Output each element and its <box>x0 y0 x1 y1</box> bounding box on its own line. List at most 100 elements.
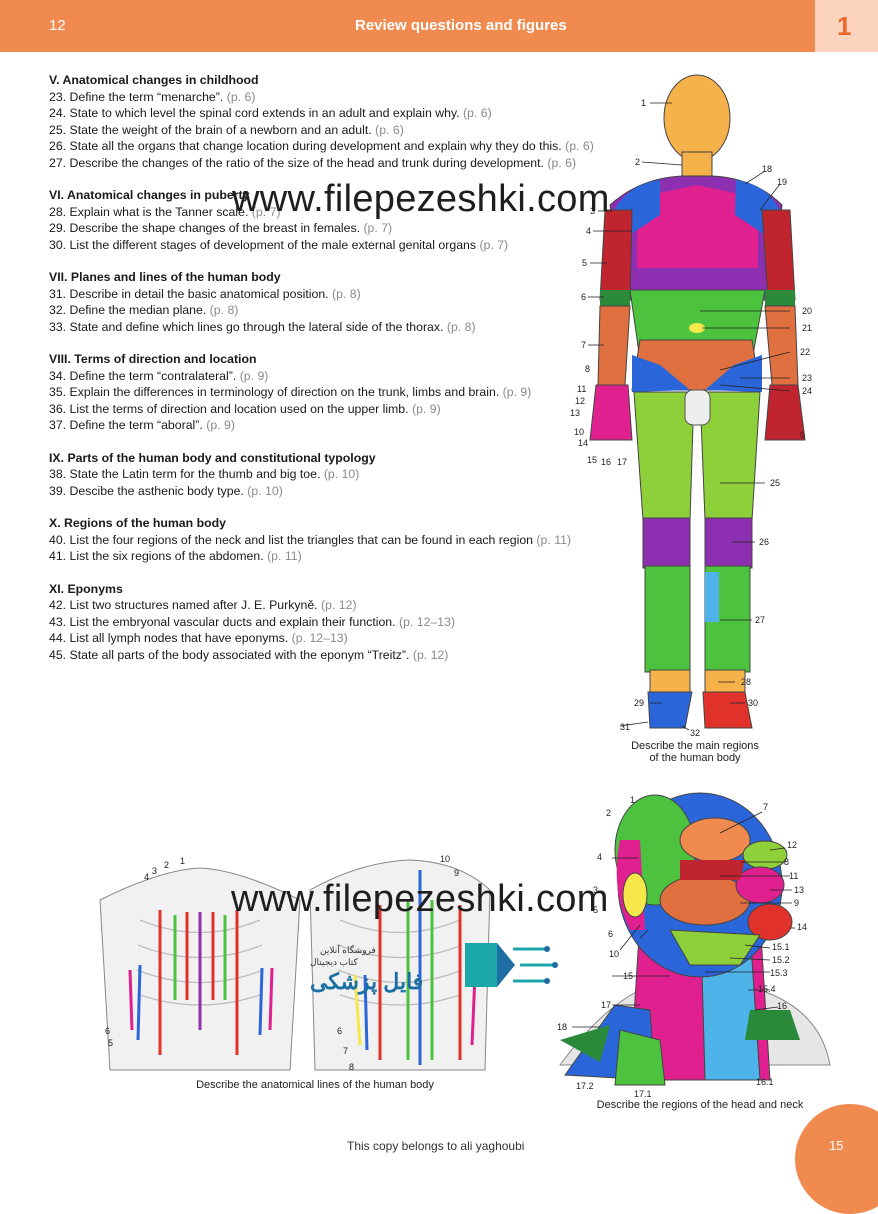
svg-text:11: 11 <box>789 871 798 881</box>
question-item: 45. State all parts of the body associat… <box>49 647 629 664</box>
svg-text:7: 7 <box>343 1046 348 1056</box>
question-text: 38. State the Latin term for the thumb a… <box>49 467 321 481</box>
watermark-text-1: www.filepezeshki.com <box>232 178 610 220</box>
svg-text:22: 22 <box>800 347 810 357</box>
question-page-ref: (p. 11) <box>536 532 572 547</box>
svg-text:5: 5 <box>108 1038 113 1048</box>
svg-text:15.2: 15.2 <box>772 955 790 965</box>
question-item: 34. Define the term “contralateral”. (p.… <box>49 368 629 385</box>
body-caption-line-2: of the human body <box>649 752 741 764</box>
svg-text:8: 8 <box>585 364 590 374</box>
question-page-ref: (p. 12–13) <box>398 614 456 629</box>
question-text: 27. Describe the changes of the ratio of… <box>49 155 544 170</box>
svg-text:28: 28 <box>741 677 751 687</box>
svg-text:15: 15 <box>587 455 597 465</box>
svg-text:23: 23 <box>802 373 812 383</box>
svg-text:17: 17 <box>617 457 627 467</box>
svg-text:18: 18 <box>762 164 772 174</box>
question-page-ref: (p. 6) <box>565 139 594 153</box>
svg-text:16: 16 <box>777 1001 787 1011</box>
question-item: 40. List the four regions of the neck an… <box>49 532 629 549</box>
question-page-ref: (p. 10) <box>247 483 283 498</box>
chapter-tab: 1 <box>815 0 878 52</box>
svg-text:13: 13 <box>794 885 804 895</box>
question-text: 42. List two structures named after J. E… <box>49 598 318 612</box>
logo-mark-icon <box>465 943 558 987</box>
svg-text:7: 7 <box>581 340 586 350</box>
question-item: 24. State to which level the spinal cord… <box>49 105 629 122</box>
question-page-ref: (p. 6) <box>375 122 404 137</box>
svg-text:15.3: 15.3 <box>770 968 788 978</box>
svg-text:17: 17 <box>601 1000 611 1010</box>
question-page-ref: (p. 12) <box>412 647 449 662</box>
question-text: 31. Describe in detail the basic anatomi… <box>49 286 329 301</box>
svg-text:14: 14 <box>797 922 807 932</box>
question-text: 29. Describe the shape changes of the br… <box>49 221 361 235</box>
question-text: 45. State all parts of the body associat… <box>49 647 410 662</box>
footer-copy-notice: This copy belongs to ali yaghoubi <box>347 1139 525 1153</box>
question-page-ref: (p. 6) <box>226 89 256 104</box>
question-item: 27. Describe the changes of the ratio of… <box>49 155 629 172</box>
question-page-ref: (p. 12) <box>321 598 357 612</box>
question-item: 36. List the terms of direction and loca… <box>49 401 629 418</box>
svg-text:15.1: 15.1 <box>772 942 790 952</box>
svg-text:7: 7 <box>763 802 768 812</box>
question-page-ref: (p. 8) <box>209 303 239 317</box>
svg-text:27: 27 <box>755 615 765 625</box>
question-text: 28. Explain what is the Tanner scale. <box>49 204 249 219</box>
body-caption-line-1: Describe the main regions <box>631 740 759 752</box>
question-item: 33. State and define which lines go thro… <box>49 319 629 336</box>
header-title: Review questions and figures <box>355 17 567 34</box>
svg-text:10: 10 <box>574 427 584 437</box>
question-item: 41. List the six regions of the abdomen.… <box>49 548 629 565</box>
question-text: 36. List the terms of direction and loca… <box>49 401 409 416</box>
svg-text:25: 25 <box>770 478 780 488</box>
svg-text:9: 9 <box>794 898 799 908</box>
svg-text:1: 1 <box>641 98 646 108</box>
question-page-ref: (p. 9) <box>206 418 235 432</box>
question-item: 32. Define the median plane. (p. 8) <box>49 302 629 319</box>
svg-text:30: 30 <box>748 698 758 708</box>
question-page-ref: (p. 7) <box>479 237 509 252</box>
question-section: IX. Parts of the human body and constitu… <box>49 450 629 500</box>
svg-text:29: 29 <box>634 698 644 708</box>
watermark-text-2: www.filepezeshki.com <box>231 878 609 920</box>
svg-text:4: 4 <box>586 226 591 236</box>
question-page-ref: (p. 11) <box>267 549 302 563</box>
footer-page-number: 15 <box>829 1138 844 1153</box>
svg-text:12: 12 <box>787 840 797 850</box>
svg-text:9: 9 <box>800 430 805 440</box>
question-item: 44. List all lymph nodes that have epony… <box>49 630 629 647</box>
svg-text:10: 10 <box>440 854 450 864</box>
svg-text:18: 18 <box>557 1022 567 1032</box>
svg-text:32: 32 <box>690 728 700 738</box>
svg-text:15.4: 15.4 <box>758 984 776 994</box>
svg-text:10: 10 <box>609 949 619 959</box>
question-text: 32. Define the median plane. <box>49 303 207 317</box>
watermark-logo: فروشگاه آنلاین کتاب دیجیتال فایل پزشکی <box>305 935 565 1001</box>
svg-text:13: 13 <box>570 408 580 418</box>
svg-text:1: 1 <box>180 856 185 866</box>
question-page-ref: (p. 10) <box>323 467 360 481</box>
svg-text:12: 12 <box>575 396 585 406</box>
question-item: 28. Explain what is the Tanner scale. (p… <box>49 204 629 221</box>
svg-text:6: 6 <box>608 929 613 939</box>
svg-text:5: 5 <box>582 258 587 268</box>
svg-text:3: 3 <box>593 885 598 895</box>
question-text: 26. State all the organs that change loc… <box>49 139 562 153</box>
svg-text:24: 24 <box>802 386 812 396</box>
question-text: 23. Define the term “menarche”. <box>49 89 224 104</box>
svg-text:2: 2 <box>606 808 611 818</box>
svg-text:15: 15 <box>623 971 633 981</box>
question-text: 44. List all lymph nodes that have epony… <box>49 631 289 645</box>
question-item: 23. Define the term “menarche”. (p. 6) <box>49 89 629 106</box>
header-page-number: 12 <box>49 17 66 34</box>
svg-text:9: 9 <box>454 868 459 878</box>
question-item: 35. Explain the differences in terminolo… <box>49 384 629 401</box>
logo-subtitle-2: کتاب دیجیتال <box>310 957 358 967</box>
question-item: 37. Define the term “aboral”. (p. 9) <box>49 417 629 434</box>
question-page-ref: (p. 6) <box>463 106 492 120</box>
